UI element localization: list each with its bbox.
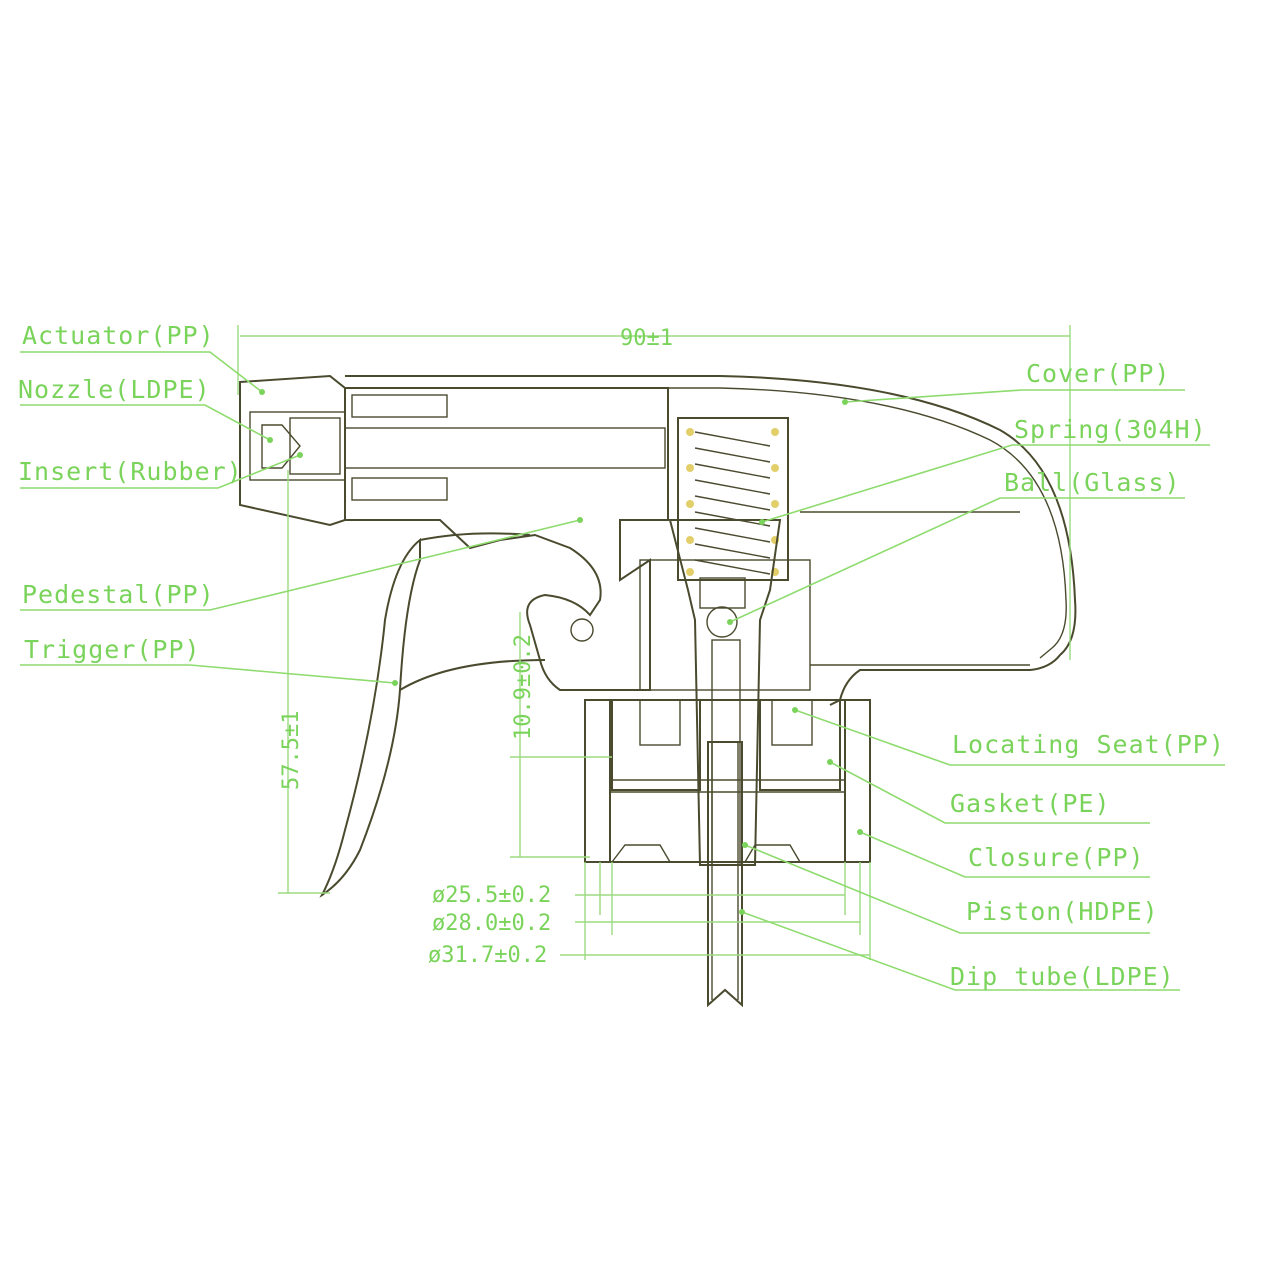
- cover-shape: [345, 375, 1077, 706]
- dim-overall-height: 57.5±1: [279, 711, 304, 790]
- leader-lines: [20, 351, 1225, 991]
- label-pedestal: Pedestal(PP): [22, 580, 215, 609]
- dip-tube-shape: [707, 741, 743, 1008]
- label-gasket: Gasket(PE): [950, 789, 1111, 818]
- spring-coil: [686, 428, 779, 576]
- label-nozzle: Nozzle(LDPE): [18, 375, 211, 404]
- trigger-shape: [319, 537, 421, 898]
- dimension-labels: 90±1 57.5±1 10.9±0.2 ø25.5±0.2 ø28.0±0.2…: [279, 326, 673, 968]
- label-insert: Insert(Rubber): [18, 457, 243, 486]
- label-closure: Closure(PP): [968, 843, 1145, 872]
- part-labels: Actuator(PP) Nozzle(LDPE) Insert(Rubber)…: [18, 321, 1225, 991]
- piston-shape: [668, 519, 782, 866]
- dimension-lines: [237, 325, 1071, 960]
- label-dip-tube: Dip tube(LDPE): [950, 962, 1175, 991]
- label-ball: Ball(Glass): [1004, 468, 1181, 497]
- dim-dia-inner: ø25.5±0.2: [432, 883, 551, 908]
- label-actuator: Actuator(PP): [22, 321, 215, 350]
- dim-overall-width: 90±1: [620, 326, 673, 351]
- label-spring: Spring(304H): [1014, 415, 1207, 444]
- nozzle-shape: [239, 374, 346, 527]
- label-trigger: Trigger(PP): [24, 635, 201, 664]
- sprayer-drawing: [239, 374, 1077, 1008]
- dim-neck-height: 10.9±0.2: [511, 634, 536, 740]
- actuator-shape: [344, 387, 669, 691]
- label-piston: Piston(HDPE): [966, 897, 1159, 926]
- label-cover: Cover(PP): [1026, 359, 1170, 388]
- closure-shape: [584, 699, 871, 863]
- label-locating-seat: Locating Seat(PP): [952, 730, 1225, 759]
- dim-dia-mid: ø28.0±0.2: [432, 911, 551, 936]
- dim-dia-outer: ø31.7±0.2: [428, 943, 547, 968]
